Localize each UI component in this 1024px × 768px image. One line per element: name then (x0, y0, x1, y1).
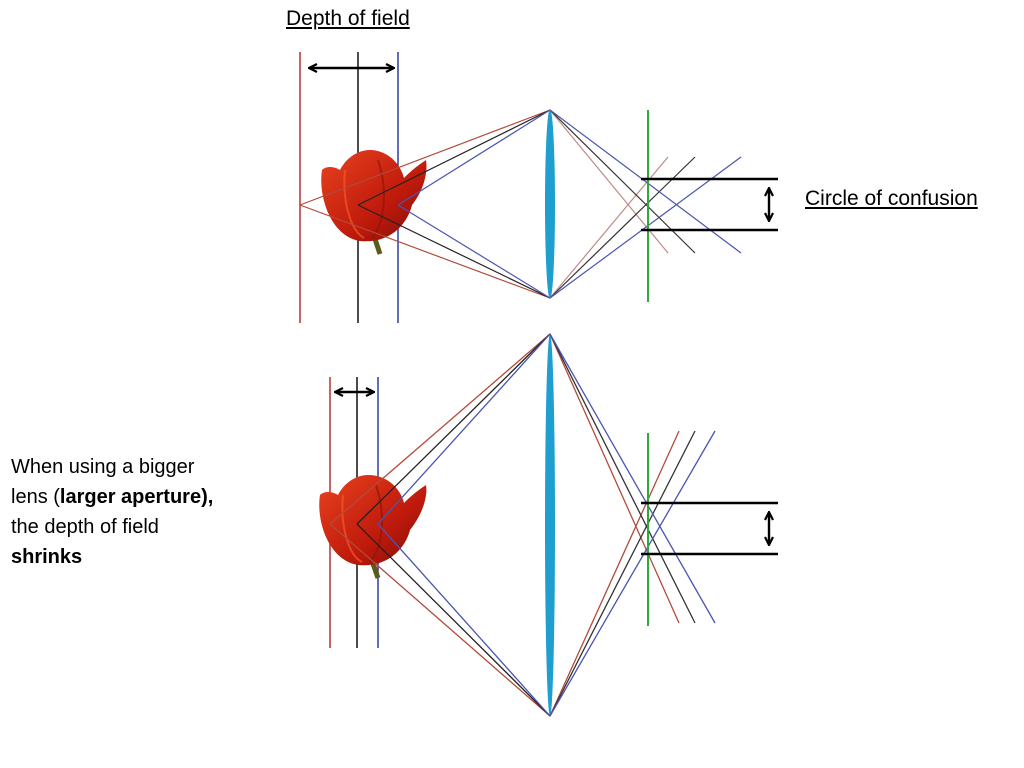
tulip-flower-2 (319, 475, 427, 579)
rays-image-side (549, 109, 742, 299)
rays-image-side-2 (549, 333, 716, 717)
caption-line-1: When using a bigger (11, 456, 195, 478)
lens (545, 109, 555, 299)
caption-line-2-bold: larger aperture), (59, 486, 214, 508)
circle-of-confusion-label: Circle of confusion (805, 187, 978, 210)
depth-of-field-label: Depth of field (286, 7, 410, 30)
tulip-flower (321, 150, 427, 255)
caption-line-4-bold: shrinks (11, 546, 83, 568)
rays-object-side-2 (329, 333, 551, 717)
diagram-large-aperture (319, 333, 778, 717)
lens-2 (545, 334, 555, 716)
caption-line-4: shrinks (11, 542, 261, 572)
caption-line-2: lens (larger aperture), (11, 482, 261, 512)
diagram-small-aperture (299, 52, 778, 323)
caption-line-2-prefix: lens ( (11, 486, 60, 508)
caption-text: When using a bigger lens (larger apertur… (11, 452, 261, 572)
caption-line-3: the depth of field (11, 516, 159, 538)
rays-object-side (299, 109, 551, 299)
